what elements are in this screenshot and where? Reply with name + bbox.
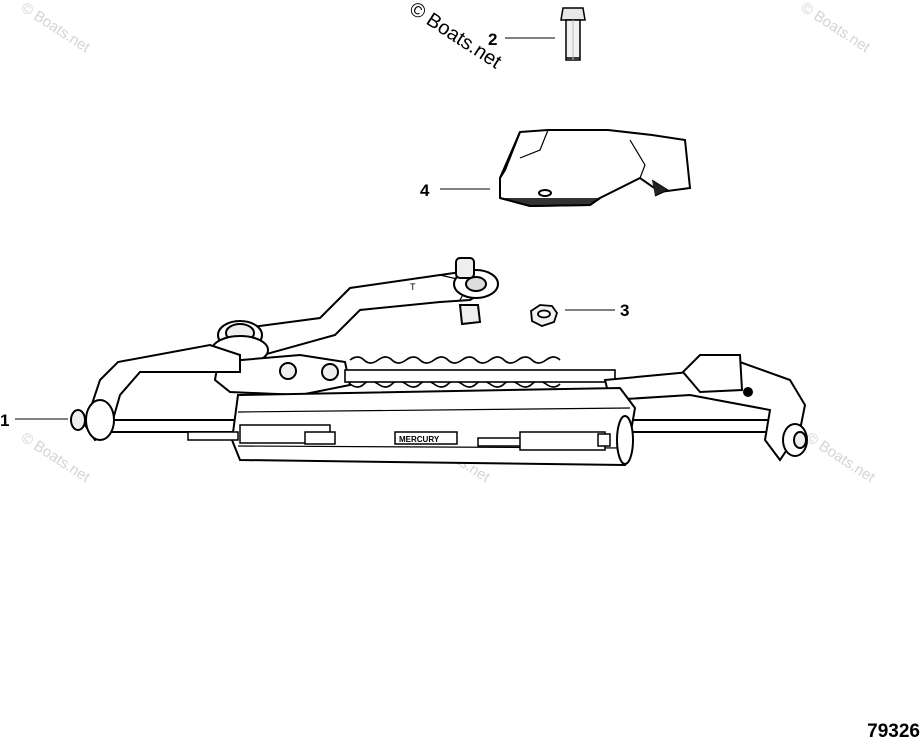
part-cover — [499, 129, 692, 208]
watermark-bottom-left: © Boats.net — [18, 429, 94, 487]
svg-text:T: T — [410, 282, 416, 292]
callout-3: 3 — [620, 301, 629, 320]
callout-2: 2 — [488, 30, 497, 49]
part-steering-cylinder: T MERCURY — [70, 257, 808, 467]
watermark-top-right: © Boats.net — [798, 0, 874, 57]
callout-4: 4 — [420, 181, 430, 200]
part-bolt — [560, 7, 586, 61]
brand-plate: MERCURY — [399, 435, 440, 444]
part-nut — [530, 304, 558, 327]
figure-number: 79326 — [867, 721, 920, 742]
watermark-top-left: © Boats.net — [18, 0, 94, 57]
callout-1: 1 — [0, 411, 9, 430]
watermark-bottom-right: © Boats.net — [803, 429, 879, 487]
